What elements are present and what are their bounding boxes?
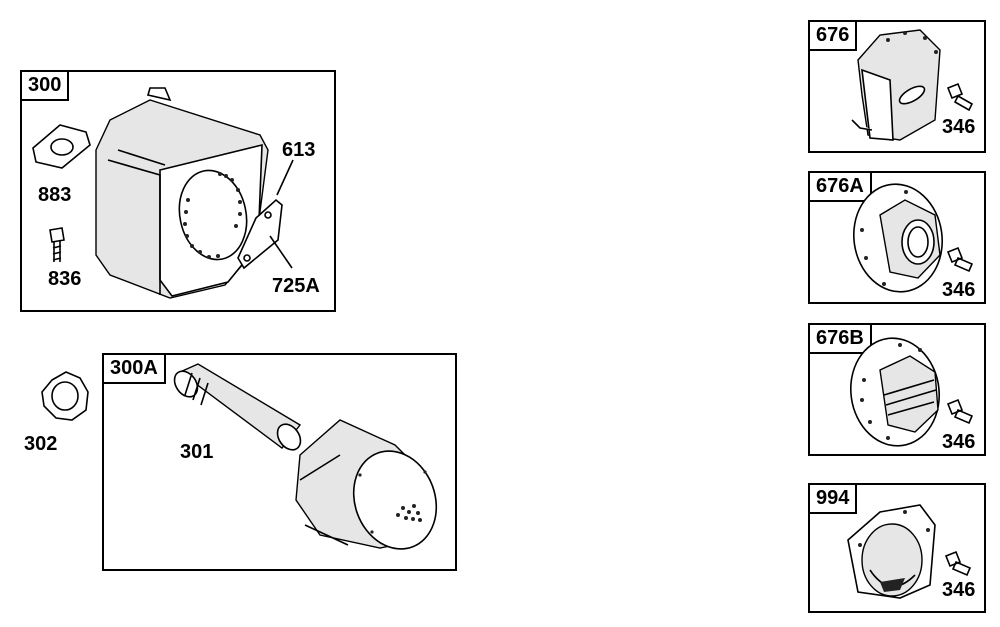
callout-346-676: 346 xyxy=(942,116,976,138)
group-676a-tag: 676A xyxy=(810,173,872,202)
callout-302: 302 xyxy=(24,433,58,455)
callout-346-676b: 346 xyxy=(942,431,976,453)
group-300a-tag: 300A xyxy=(104,355,166,384)
callout-725a: 725A xyxy=(272,275,320,297)
group-676b-tag: 676B xyxy=(810,325,872,354)
callout-301: 301 xyxy=(180,441,214,463)
callout-346-676a: 346 xyxy=(942,279,976,301)
group-994-tag: 994 xyxy=(810,485,858,514)
callout-346-994: 346 xyxy=(942,579,976,601)
callout-613: 613 xyxy=(282,139,316,161)
callout-883: 883 xyxy=(38,184,72,206)
group-300-tag: 300 xyxy=(22,72,70,101)
group-676-tag: 676 xyxy=(810,22,858,51)
callout-836: 836 xyxy=(48,268,82,290)
